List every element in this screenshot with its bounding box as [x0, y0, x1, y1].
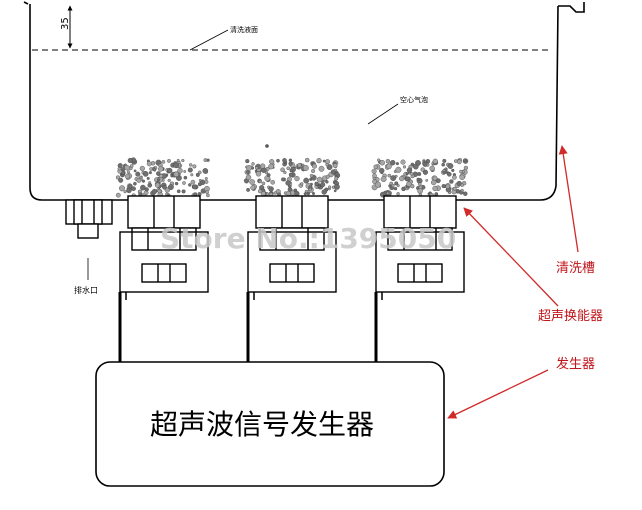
- liquid-level-label: 清洗液面: [230, 25, 258, 34]
- generator-box-label: 超声波信号发生器: [150, 408, 374, 441]
- tank-callout-label: 清洗槽: [556, 261, 595, 276]
- transducer-1: [119, 195, 209, 293]
- drain-outlet: [65, 199, 113, 239]
- bubble-cloud-2: [243, 157, 341, 199]
- wire-group: [118, 292, 383, 362]
- liquid-level-pointer: [189, 29, 229, 51]
- callout-arrows: [447, 145, 579, 419]
- generator-box: [95, 361, 445, 487]
- stray-bubble: [265, 144, 269, 148]
- bubbles-pointer: [367, 103, 399, 125]
- bubble-cloud-3: [371, 158, 469, 199]
- transducer-3: [375, 195, 465, 293]
- watermark: Store No.:1395050: [160, 222, 456, 255]
- drain-outlet-label: 排水口: [74, 285, 98, 295]
- transducer-callout-arrow: [463, 207, 559, 307]
- bubble-cloud-1: [115, 157, 210, 199]
- generator-callout-arrow: [447, 369, 549, 419]
- bubbles-label: 空心气泡: [400, 95, 428, 104]
- transducer-callout-label: 超声换能器: [538, 309, 603, 324]
- dimension-value: 35: [60, 17, 71, 30]
- generator-callout-label: 发生器: [556, 356, 595, 372]
- tank-callout-arrow: [558, 145, 579, 253]
- bubble-clouds: [115, 157, 469, 199]
- transducer-2: [247, 195, 337, 293]
- transducer-group: [119, 195, 465, 293]
